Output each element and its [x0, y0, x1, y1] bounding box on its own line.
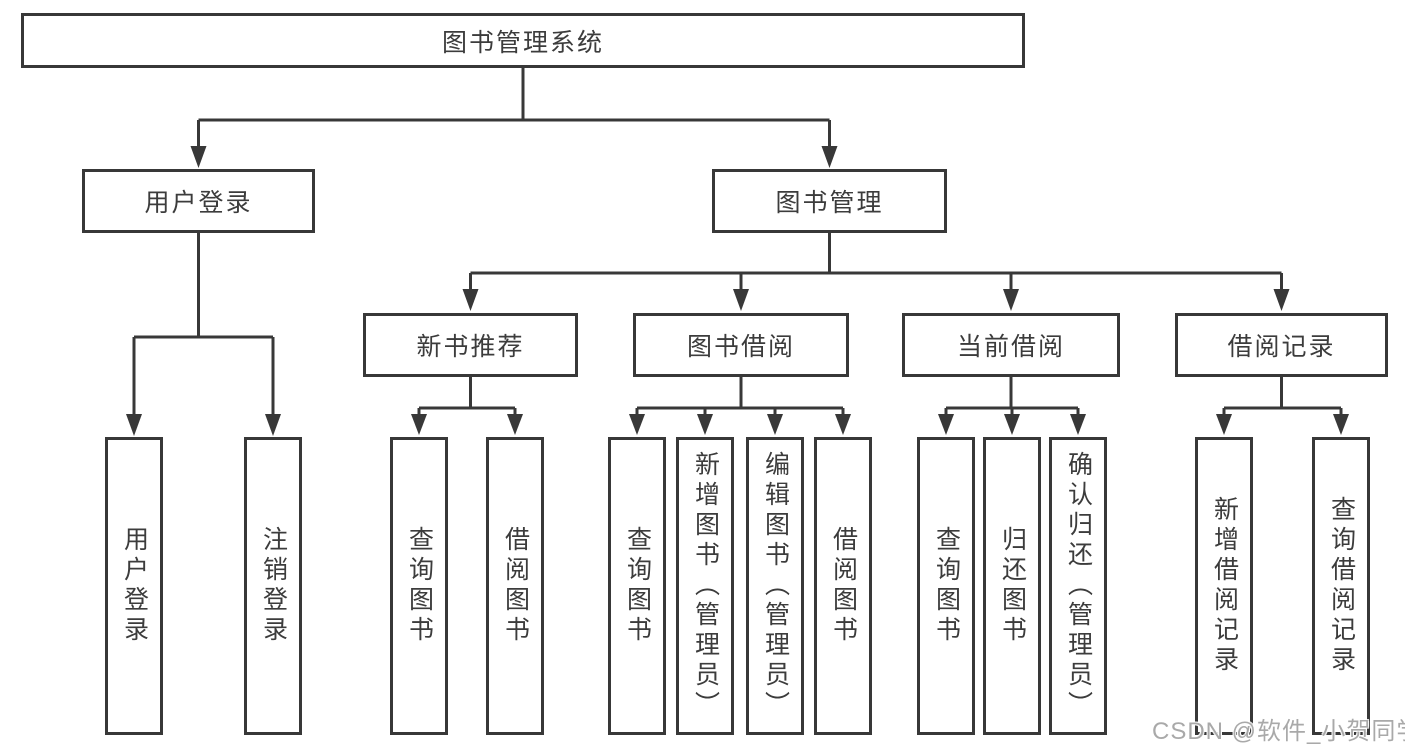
node-current-borrowing: 当前借阅	[902, 313, 1120, 377]
node-label: 确认归还（管理员）	[1064, 451, 1093, 721]
node-label: 查询图书	[623, 526, 652, 646]
node-borrowing-records: 借阅记录	[1175, 313, 1388, 377]
node-user-login: 用户登录	[105, 437, 163, 735]
node-query-books-current: 查询图书	[917, 437, 975, 735]
node-label: 新增借阅记录	[1210, 496, 1239, 676]
node-label: 借阅图书	[501, 526, 530, 646]
node-add-book-admin: 新增图书（管理员）	[676, 437, 734, 735]
node-new-book-recommendation: 新书推荐	[363, 313, 578, 377]
node-label: 归还图书	[998, 526, 1027, 646]
node-confirm-return-admin: 确认归还（管理员）	[1049, 437, 1107, 735]
watermark-csdn: CSDN @软件_小贺同学	[1152, 718, 1405, 745]
node-label: 用户登录	[120, 526, 149, 646]
node-label: 查询图书	[932, 526, 961, 646]
node-return-books: 归还图书	[983, 437, 1041, 735]
node-add-borrow-record: 新增借阅记录	[1195, 437, 1253, 735]
node-edit-book-admin: 编辑图书（管理员）	[746, 437, 804, 735]
node-label: 编辑图书（管理员）	[761, 451, 790, 721]
node-library-management-system: 图书管理系统	[21, 13, 1025, 68]
node-logout: 注销登录	[244, 437, 302, 735]
node-book-borrowing: 图书借阅	[633, 313, 849, 377]
node-query-books-borrow: 查询图书	[608, 437, 666, 735]
node-label: 查询借阅记录	[1327, 496, 1356, 676]
node-book-management-branch: 图书管理	[712, 169, 947, 233]
node-label: 借阅图书	[829, 526, 858, 646]
node-query-borrow-record: 查询借阅记录	[1312, 437, 1370, 735]
node-query-books-recommend: 查询图书	[390, 437, 448, 735]
node-label: 查询图书	[405, 526, 434, 646]
node-user-login-branch: 用户登录	[82, 169, 315, 233]
node-borrow-books: 借阅图书	[814, 437, 872, 735]
node-label: 注销登录	[259, 526, 288, 646]
node-borrow-books-recommend: 借阅图书	[486, 437, 544, 735]
node-label: 新增图书（管理员）	[691, 451, 720, 721]
